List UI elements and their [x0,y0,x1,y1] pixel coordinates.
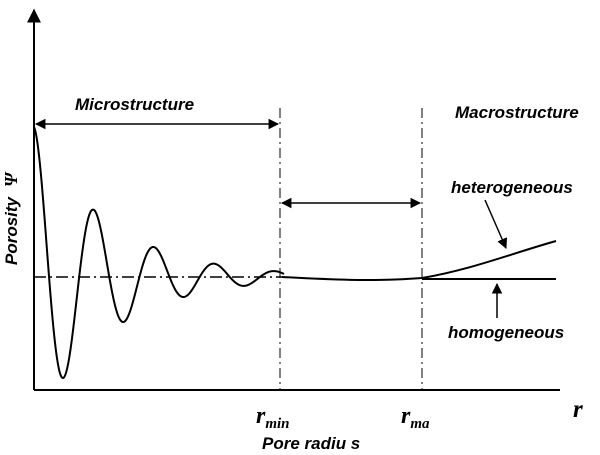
macrostructure-label: Macrostructure [455,103,579,122]
r-min-tick-label: rmin [256,403,290,432]
transition-curve [281,276,423,281]
heterogeneous-label: heterogeneous [451,178,573,197]
svg-text:Porosity Ψ: Porosity Ψ [1,171,21,265]
y-axis-title: Porosity Ψ [1,171,21,265]
heterogeneous-pointer [484,199,508,249]
oscillating-porosity-curve [33,126,285,380]
microstructure-label: Microstructure [75,95,194,114]
x-axis-symbol: r [573,396,583,423]
homogeneous-label: homogeneous [448,323,564,342]
heterogeneous-curve [421,240,557,279]
y-axis-symbol: Ψ [1,171,21,187]
x-axis-label: Pore radiu s [262,434,360,453]
r-max-tick-label: rma [401,403,430,432]
y-axis-label: Porosity [2,195,21,265]
